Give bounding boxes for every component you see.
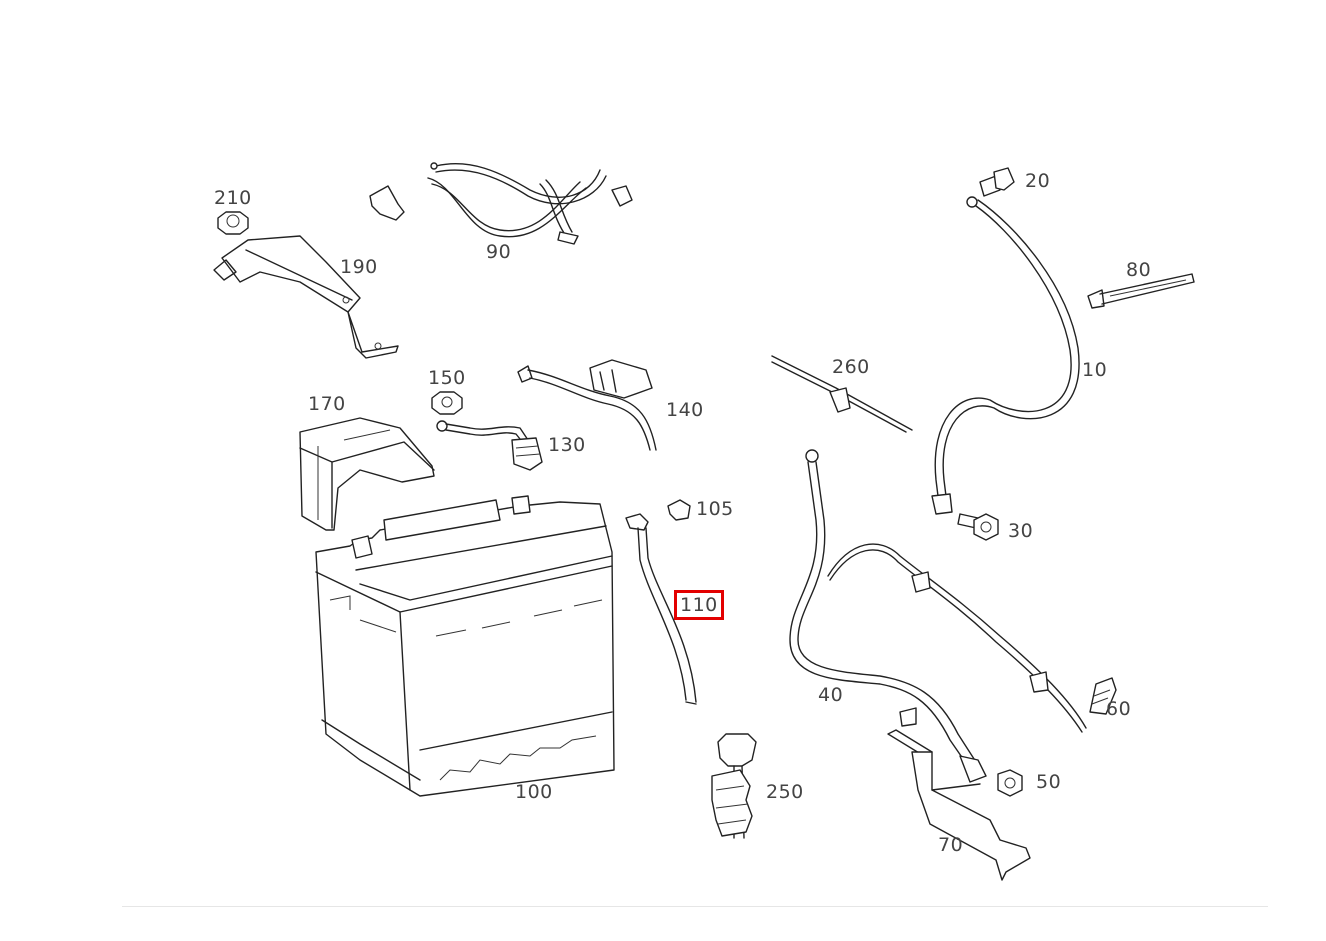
part-130-cable[interactable] bbox=[436, 420, 543, 471]
label-10[interactable]: 10 bbox=[1082, 359, 1108, 381]
label-190[interactable]: 190 bbox=[340, 256, 378, 278]
part-100-battery[interactable] bbox=[315, 495, 615, 797]
part-80-tie[interactable] bbox=[1087, 273, 1195, 309]
part-105-plug[interactable] bbox=[667, 499, 691, 521]
label-100[interactable]: 100 bbox=[515, 781, 553, 803]
label-210[interactable]: 210 bbox=[214, 187, 252, 209]
part-170-cover[interactable] bbox=[299, 417, 435, 531]
part-150-nut[interactable] bbox=[431, 391, 463, 415]
label-150[interactable]: 150 bbox=[428, 367, 466, 389]
part-40-cable[interactable] bbox=[789, 449, 1087, 783]
part-210-nut[interactable] bbox=[217, 211, 249, 235]
part-50-nut[interactable] bbox=[997, 769, 1023, 797]
label-90[interactable]: 90 bbox=[486, 241, 512, 263]
part-260-strap[interactable] bbox=[771, 355, 913, 433]
label-260[interactable]: 260 bbox=[832, 356, 870, 378]
label-50[interactable]: 50 bbox=[1036, 771, 1062, 793]
label-20[interactable]: 20 bbox=[1025, 170, 1051, 192]
label-80[interactable]: 80 bbox=[1126, 259, 1152, 281]
part-60-plug[interactable] bbox=[1089, 677, 1117, 715]
label-60[interactable]: 60 bbox=[1106, 698, 1132, 720]
part-70-bracket[interactable] bbox=[887, 729, 1031, 881]
part-190-bracket[interactable] bbox=[213, 235, 399, 359]
label-130[interactable]: 130 bbox=[548, 434, 586, 456]
part-250-bracket[interactable] bbox=[711, 733, 757, 839]
label-70[interactable]: 70 bbox=[938, 834, 964, 856]
label-110-selected[interactable]: 110 bbox=[674, 590, 724, 620]
part-90-cable[interactable] bbox=[369, 162, 633, 245]
label-140[interactable]: 140 bbox=[666, 399, 704, 421]
part-140-cable[interactable] bbox=[517, 359, 657, 451]
label-30[interactable]: 30 bbox=[1008, 520, 1034, 542]
label-40[interactable]: 40 bbox=[818, 684, 844, 706]
part-20-bolt[interactable] bbox=[979, 167, 1015, 197]
part-30-bolt[interactable] bbox=[957, 513, 999, 541]
footer-divider bbox=[122, 906, 1268, 907]
part-10-cable[interactable] bbox=[931, 196, 1080, 515]
label-250[interactable]: 250 bbox=[766, 781, 804, 803]
label-105[interactable]: 105 bbox=[696, 498, 734, 520]
label-170[interactable]: 170 bbox=[308, 393, 346, 415]
part-110-cable[interactable] bbox=[625, 513, 697, 705]
